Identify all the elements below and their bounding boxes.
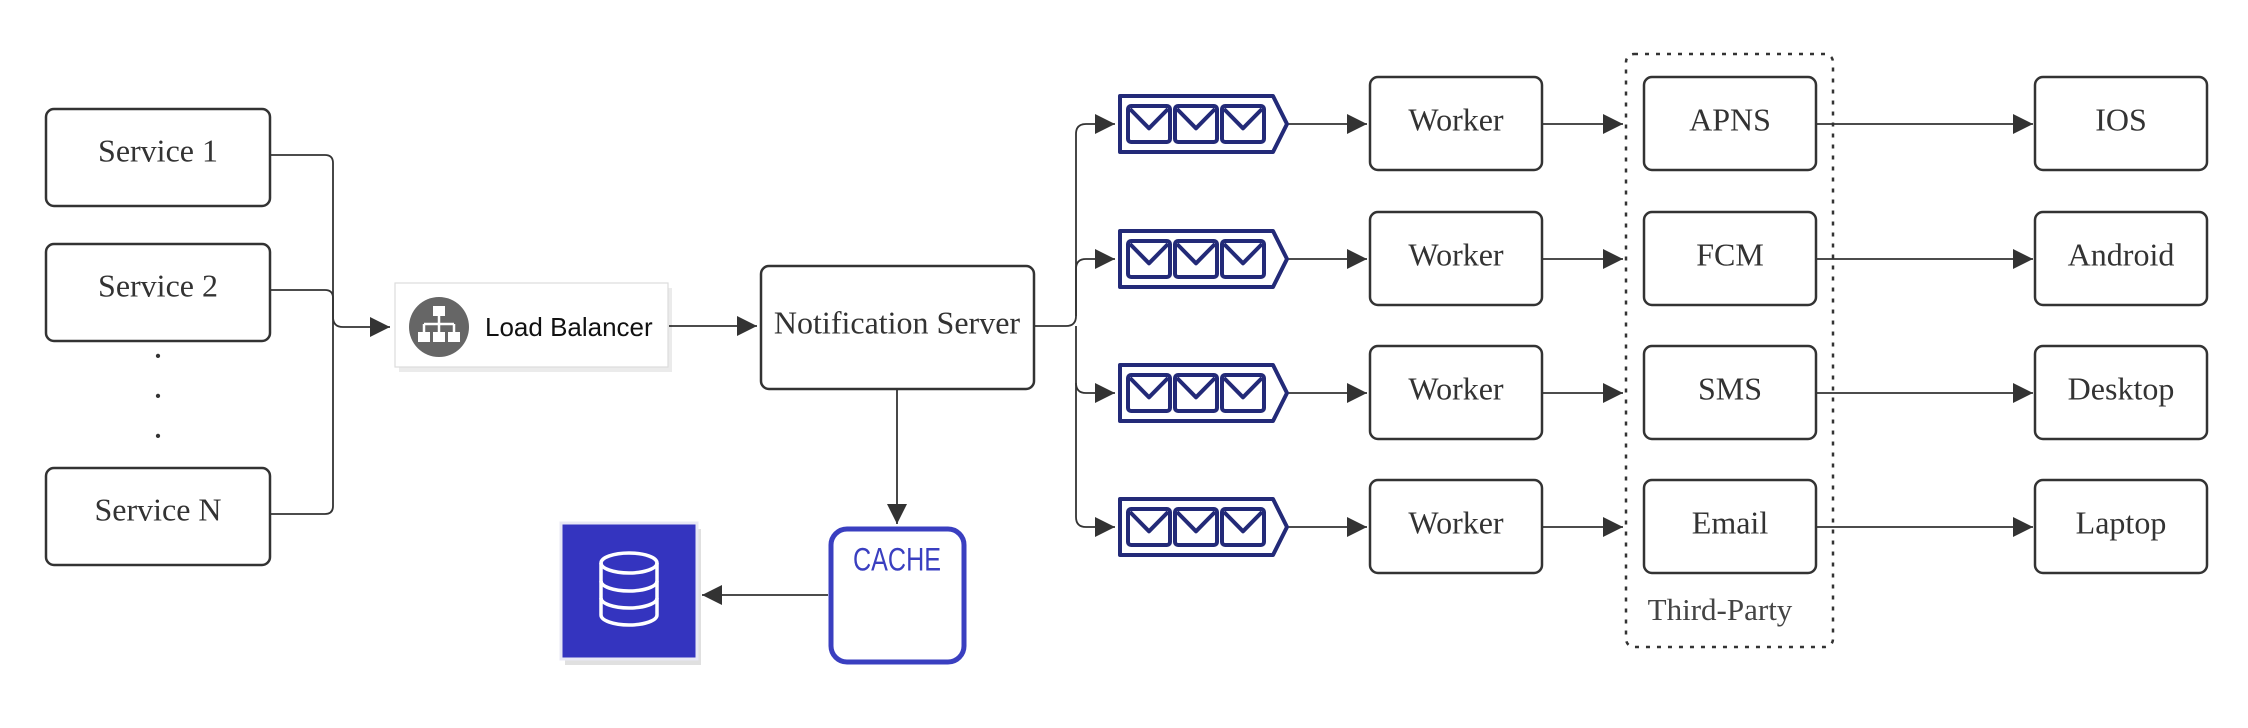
envelope-icon	[1126, 104, 1172, 144]
worker-box[interactable]: Worker	[1368, 344, 1544, 441]
service-ellipsis: · · ·	[152, 336, 164, 456]
edge-server-to-queue-1	[1034, 114, 1115, 327]
third-party-item-label: APNS	[1689, 101, 1771, 137]
edge-service1-to-lb	[270, 154, 390, 337]
third-party-fcm[interactable]: FCM	[1642, 210, 1818, 307]
envelope-icon	[1126, 373, 1172, 413]
notification-server-label: Notification Server	[774, 304, 1020, 340]
third-party-group: Third-Party	[1624, 52, 1835, 649]
envelope-icon	[1220, 239, 1266, 279]
service-box-1[interactable]: Service 1	[44, 107, 272, 208]
device-label: Desktop	[2068, 370, 2175, 406]
device-android[interactable]: Android	[2033, 210, 2209, 307]
edge-service2-to-lb	[270, 289, 334, 327]
worker-label: Worker	[1408, 101, 1504, 137]
service-label: Service N	[94, 491, 221, 527]
database-icon	[599, 551, 659, 627]
connectors	[270, 114, 2033, 605]
worker-label: Worker	[1408, 370, 1504, 406]
load-balancer-node[interactable]: Load Balancer	[394, 282, 672, 372]
device-ios[interactable]: IOS	[2033, 75, 2209, 172]
third-party-item-label: Email	[1692, 504, 1769, 540]
edge-servicen-to-lb	[270, 327, 334, 515]
envelope-icon	[1173, 239, 1219, 279]
queues	[1118, 94, 1289, 557]
ellipsis-dot: ·	[152, 336, 164, 376]
database-node[interactable]	[559, 521, 701, 665]
service-box-n[interactable]: Service N	[44, 466, 272, 567]
edge-server-to-queue-2	[1075, 249, 1115, 316]
worker-box[interactable]: Worker	[1368, 210, 1544, 307]
message-queue-icon[interactable]	[1118, 497, 1289, 557]
third-party-sms[interactable]: SMS	[1642, 344, 1818, 441]
worker-label: Worker	[1408, 236, 1504, 272]
third-party-item-label: FCM	[1696, 236, 1764, 272]
envelope-icon	[1173, 104, 1219, 144]
envelope-icon	[1220, 373, 1266, 413]
envelope-icon	[1173, 373, 1219, 413]
third-party-item-label: SMS	[1698, 370, 1762, 406]
message-queue-icon[interactable]	[1118, 363, 1289, 423]
message-queue-icon[interactable]	[1118, 229, 1289, 289]
ellipsis-dot: ·	[152, 376, 164, 416]
third-party-label: Third-Party	[1648, 592, 1793, 627]
worker-box[interactable]: Worker	[1368, 75, 1544, 172]
cache-node[interactable]: CACHE	[828, 526, 967, 665]
envelope-icon	[1220, 507, 1266, 547]
envelope-icon	[1126, 507, 1172, 547]
edge-server-to-queue-4	[1075, 383, 1115, 537]
worker-label: Worker	[1408, 504, 1504, 540]
third-party-apns[interactable]: APNS	[1642, 75, 1818, 172]
notification-server-node[interactable]: Notification Server	[759, 264, 1036, 391]
third-party-email[interactable]: Email	[1642, 478, 1818, 575]
service-label: Service 1	[98, 132, 218, 168]
worker-box[interactable]: Worker	[1368, 478, 1544, 575]
cache-label: CACHE	[853, 541, 941, 577]
device-label: Laptop	[2076, 504, 2167, 540]
device-desktop[interactable]: Desktop	[2033, 344, 2209, 441]
load-balancer-label: Load Balancer	[485, 312, 653, 342]
ellipsis-dot: ·	[152, 416, 164, 456]
envelope-icon	[1173, 507, 1219, 547]
device-laptop[interactable]: Laptop	[2033, 478, 2209, 575]
envelope-icon	[1220, 104, 1266, 144]
envelope-icon	[1126, 239, 1172, 279]
service-box-2[interactable]: Service 2	[44, 242, 272, 343]
edge-server-to-queue-3	[1075, 326, 1115, 403]
message-queue-icon[interactable]	[1118, 94, 1289, 154]
device-label: Android	[2068, 236, 2175, 272]
device-label: IOS	[2095, 101, 2147, 137]
service-label: Service 2	[98, 267, 218, 303]
sitemap-icon	[409, 297, 469, 357]
